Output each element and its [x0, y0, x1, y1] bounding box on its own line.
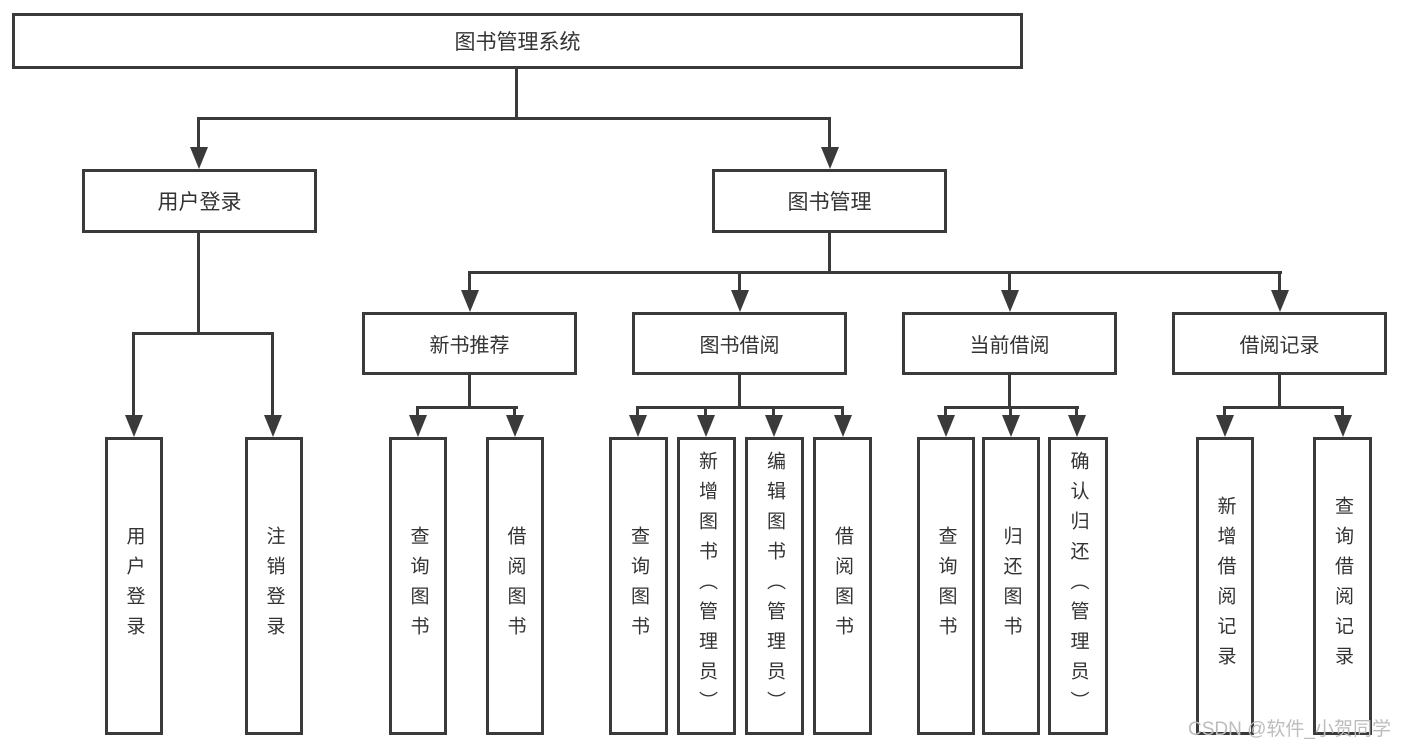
- leaf-confirm-return: 确认归还（管理员）: [1048, 437, 1108, 735]
- leaf-borrow-book-1: 借阅图书: [486, 437, 544, 735]
- connector-to-borrow-record: [1278, 273, 1281, 291]
- connector-current-borrow-stem: [1008, 375, 1011, 408]
- arrowhead-to-leaf-add-book: [697, 415, 715, 437]
- arrowhead-to-leaf-borrow-book-1: [506, 415, 524, 437]
- arrowhead-to-leaf-login: [125, 415, 143, 437]
- leaf-user-login: 用户登录: [105, 437, 163, 735]
- connector-new-book-recommend-rail: [416, 406, 518, 409]
- leaf-borrow-book-1-label: 借阅图书: [504, 526, 526, 646]
- leaf-query-book-3: 查询图书: [917, 437, 975, 735]
- connector-book-management-stem: [828, 233, 831, 273]
- arrowhead-to-leaf-query-book-3: [937, 415, 955, 437]
- leaf-add-book-label: 新增图书（管理员）: [696, 451, 717, 721]
- connector-user-login-rail: [132, 332, 274, 335]
- arrowhead-to-borrow-record: [1271, 290, 1289, 312]
- connector-borrow-record-rail: [1223, 406, 1344, 409]
- leaf-edit-book-label: 编辑图书（管理员）: [764, 451, 785, 721]
- leaf-query-borrow-record-label: 查询借阅记录: [1332, 496, 1353, 676]
- leaf-logout: 注销登录: [245, 437, 303, 735]
- arrowhead-to-leaf-query-borrow-record: [1334, 415, 1352, 437]
- leaf-user-login-label: 用户登录: [123, 526, 145, 646]
- connector-book-borrow-stem: [738, 375, 741, 408]
- node-new-book-recommend-label: 新书推荐: [429, 335, 510, 357]
- arrowhead-to-leaf-borrow-book-2: [834, 415, 852, 437]
- node-current-borrow-label: 当前借阅: [969, 335, 1050, 357]
- connector-stub-4b: [1341, 408, 1344, 417]
- node-book-management: 图书管理: [712, 169, 947, 233]
- connector-borrow-record-stem: [1278, 375, 1281, 408]
- connector-stub-2b: [704, 408, 707, 417]
- connector-level3-rail: [468, 271, 1282, 274]
- leaf-query-book-2: 查询图书: [609, 437, 668, 735]
- connector-to-user-login: [197, 119, 200, 149]
- connector-current-borrow-rail: [944, 406, 1079, 409]
- connector-stub-2a: [636, 408, 639, 417]
- arrowhead-to-leaf-logout: [264, 415, 282, 437]
- arrowhead-to-leaf-add-borrow-record: [1216, 415, 1234, 437]
- arrowhead-to-new-book-recommend: [461, 290, 479, 312]
- leaf-edit-book: 编辑图书（管理员）: [745, 437, 804, 735]
- connector-stub-1b: [513, 408, 516, 417]
- leaf-add-borrow-record-label: 新增借阅记录: [1214, 496, 1236, 676]
- node-book-management-label: 图书管理: [787, 191, 872, 214]
- arrowhead-to-leaf-return-book: [1002, 415, 1020, 437]
- node-book-borrow-label: 图书借阅: [699, 335, 780, 357]
- node-current-borrow: 当前借阅: [902, 312, 1117, 375]
- connector-stub-3b: [1009, 408, 1012, 417]
- connector-stub-3a: [944, 408, 947, 417]
- arrowhead-to-book-borrow: [731, 290, 749, 312]
- leaf-add-borrow-record: 新增借阅记录: [1196, 437, 1254, 735]
- arrowhead-to-leaf-query-book-1: [409, 415, 427, 437]
- leaf-borrow-book-2: 借阅图书: [813, 437, 872, 735]
- watermark: CSDN @软件_小贺同学: [1188, 719, 1391, 740]
- connector-stub-1a: [416, 408, 419, 417]
- connector-to-book-borrow: [738, 273, 741, 291]
- connector-root-stem: [515, 69, 518, 117]
- arrowhead-to-leaf-confirm-return: [1068, 415, 1086, 437]
- leaf-return-book-label: 归还图书: [1000, 526, 1022, 646]
- leaf-confirm-return-label: 确认归还（管理员）: [1067, 451, 1089, 721]
- arrowhead-to-book-management: [821, 147, 839, 169]
- leaf-query-book-2-label: 查询图书: [628, 526, 649, 646]
- leaf-query-book-3-label: 查询图书: [935, 526, 957, 646]
- node-root: 图书管理系统: [12, 13, 1023, 69]
- connector-stub-2d: [841, 408, 844, 417]
- node-user-login-label: 用户登录: [157, 191, 242, 214]
- node-user-login: 用户登录: [82, 169, 317, 233]
- arrowhead-to-current-borrow: [1001, 290, 1019, 312]
- node-borrow-record: 借阅记录: [1172, 312, 1387, 375]
- leaf-return-book: 归还图书: [982, 437, 1040, 735]
- leaf-query-book-1-label: 查询图书: [407, 526, 429, 646]
- connector-stub-3c: [1075, 408, 1078, 417]
- connector-to-leaf-logout: [271, 334, 274, 415]
- leaf-logout-label: 注销登录: [263, 526, 285, 646]
- arrowhead-to-leaf-edit-book: [765, 415, 783, 437]
- connector-new-book-recommend-stem: [468, 375, 471, 408]
- connector-user-login-stem: [197, 233, 200, 335]
- leaf-query-book-1: 查询图书: [389, 437, 447, 735]
- connector-to-leaf-login: [132, 334, 135, 415]
- connector-to-current-borrow: [1008, 273, 1011, 291]
- connector-stub-4a: [1223, 408, 1226, 417]
- leaf-query-borrow-record: 查询借阅记录: [1313, 437, 1372, 735]
- leaf-add-book: 新增图书（管理员）: [677, 437, 736, 735]
- arrowhead-to-user-login: [190, 147, 208, 169]
- node-borrow-record-label: 借阅记录: [1239, 335, 1320, 357]
- connector-stub-2c: [772, 408, 775, 417]
- arrowhead-to-leaf-query-book-2: [629, 415, 647, 437]
- node-new-book-recommend: 新书推荐: [362, 312, 577, 375]
- leaf-borrow-book-2-label: 借阅图书: [832, 526, 853, 646]
- connector-book-borrow-rail: [636, 406, 844, 409]
- connector-level2-rail: [197, 117, 831, 120]
- node-root-label: 图书管理系统: [454, 31, 581, 54]
- connector-to-new-book-recommend: [468, 273, 471, 291]
- node-book-borrow: 图书借阅: [632, 312, 847, 375]
- connector-to-book-management: [828, 119, 831, 149]
